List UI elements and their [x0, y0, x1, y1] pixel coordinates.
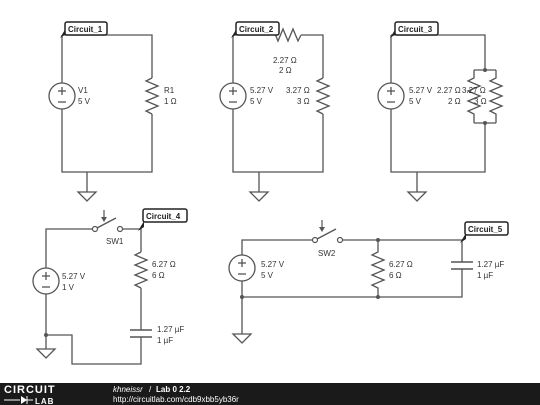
- breadcrumb-separator: /: [149, 385, 152, 394]
- resistor-b-name: 3.27 Ω: [462, 86, 486, 95]
- resistor-a-value: 2 Ω: [448, 97, 461, 106]
- resistor-a[interactable]: [466, 70, 482, 123]
- switch-label: SW1: [106, 237, 124, 246]
- source-value: 5 V: [78, 97, 91, 106]
- logo-text-bottom: LAB: [35, 397, 54, 405]
- circuitlab-logo[interactable]: CIRCUIT LAB: [4, 384, 56, 405]
- circuit-title: Lab 0 2.2: [156, 385, 191, 394]
- voltage-source-icon[interactable]: [377, 82, 405, 110]
- diode-icon: [21, 396, 27, 404]
- ground-icon: [232, 325, 252, 344]
- resistor-b[interactable]: [488, 70, 504, 123]
- switch-sw1[interactable]: [96, 210, 117, 229]
- resistor-r1[interactable]: [144, 77, 160, 115]
- voltage-source-icon[interactable]: [219, 82, 247, 110]
- footer-bar: CIRCUIT LAB khneissr / Lab 0 2.2 http://…: [0, 383, 540, 405]
- circuit-label-tag[interactable]: Circuit_5: [460, 221, 509, 243]
- capacitor[interactable]: [451, 261, 473, 270]
- circuit-label: Circuit_5: [468, 225, 503, 234]
- source-name: 5.27 V: [409, 86, 433, 95]
- ground-icon: [249, 183, 269, 202]
- resistor-top-value: 2 Ω: [279, 66, 292, 75]
- ground-icon: [36, 340, 56, 359]
- circuit-4: 5.27 V 1 V SW1 6.27 Ω 6 Ω 1.27 µF 1 µF C…: [32, 208, 188, 365]
- circuit-5: 5.27 V 5 V SW2 6.27 Ω 6 Ω 1.27 µF 1 µF C…: [228, 220, 509, 344]
- resistor-a-name: 2.27 Ω: [437, 86, 461, 95]
- resistor-right-value: 3 Ω: [297, 97, 310, 106]
- resistor-b-value: 3 Ω: [474, 97, 487, 106]
- switch-sw2[interactable]: [316, 220, 337, 240]
- capacitor-name: 1.27 µF: [157, 325, 184, 334]
- resistor-value: 1 Ω: [164, 97, 177, 106]
- switch-label: SW2: [318, 249, 336, 258]
- circuit-label-tag[interactable]: Circuit_4: [138, 208, 188, 231]
- source-value: 5 V: [250, 97, 263, 106]
- circuit-label-tag[interactable]: Circuit_1: [60, 21, 108, 38]
- circuit-2: 5.27 V 5 V 2.27 Ω 2 Ω 3.27 Ω 3 Ω Circuit…: [219, 21, 331, 202]
- circuit-1: V1 5 V R1 1 Ω Circuit_1: [48, 21, 177, 202]
- source-name: 5.27 V: [261, 260, 285, 269]
- source-name: V1: [78, 86, 88, 95]
- resistor-right-name: 3.27 Ω: [286, 86, 310, 95]
- circuit-3: 5.27 V 5 V 2.27 Ω 2 Ω 3.27 Ω 3 Ω Circuit…: [377, 21, 504, 202]
- logo-text-top: CIRCUIT: [4, 384, 56, 396]
- capacitor-name: 1.27 µF: [477, 260, 504, 269]
- resistor[interactable]: [370, 240, 386, 297]
- capacitor-value: 1 µF: [157, 336, 173, 345]
- circuit-label: Circuit_3: [398, 25, 433, 34]
- resistor-value: 6 Ω: [152, 271, 165, 280]
- circuit-label-tag[interactable]: Circuit_2: [231, 21, 280, 38]
- ground-icon: [407, 183, 427, 202]
- ground-icon: [77, 183, 97, 202]
- resistor-top-name: 2.27 Ω: [273, 56, 297, 65]
- resistor-name: R1: [164, 86, 175, 95]
- resistor-right[interactable]: [315, 77, 331, 115]
- source-value: 5 V: [409, 97, 422, 106]
- voltage-source-icon[interactable]: [228, 254, 256, 282]
- capacitor[interactable]: [130, 329, 152, 338]
- resistor-name: 6.27 Ω: [152, 260, 176, 269]
- circuit-label: Circuit_1: [68, 25, 103, 34]
- circuit-label: Circuit_2: [239, 25, 274, 34]
- source-name: 5.27 V: [62, 272, 86, 281]
- source-name: 5.27 V: [250, 86, 274, 95]
- resistor[interactable]: [133, 251, 149, 289]
- author-link[interactable]: khneissr: [113, 385, 143, 394]
- resistor-name: 6.27 Ω: [389, 260, 413, 269]
- circuit-label: Circuit_4: [146, 212, 181, 221]
- voltage-source-icon[interactable]: [32, 267, 60, 295]
- circuit-label-tag[interactable]: Circuit_3: [390, 21, 439, 38]
- resistor-value: 6 Ω: [389, 271, 402, 280]
- circuit-url[interactable]: http://circuitlab.com/cdb9xbb5yb36r: [113, 395, 239, 404]
- footer-content: CIRCUIT LAB khneissr / Lab 0 2.2 http://…: [4, 384, 239, 405]
- source-value: 5 V: [261, 271, 274, 280]
- source-value: 1 V: [62, 283, 75, 292]
- voltage-source-icon[interactable]: [48, 82, 76, 110]
- capacitor-value: 1 µF: [477, 271, 493, 280]
